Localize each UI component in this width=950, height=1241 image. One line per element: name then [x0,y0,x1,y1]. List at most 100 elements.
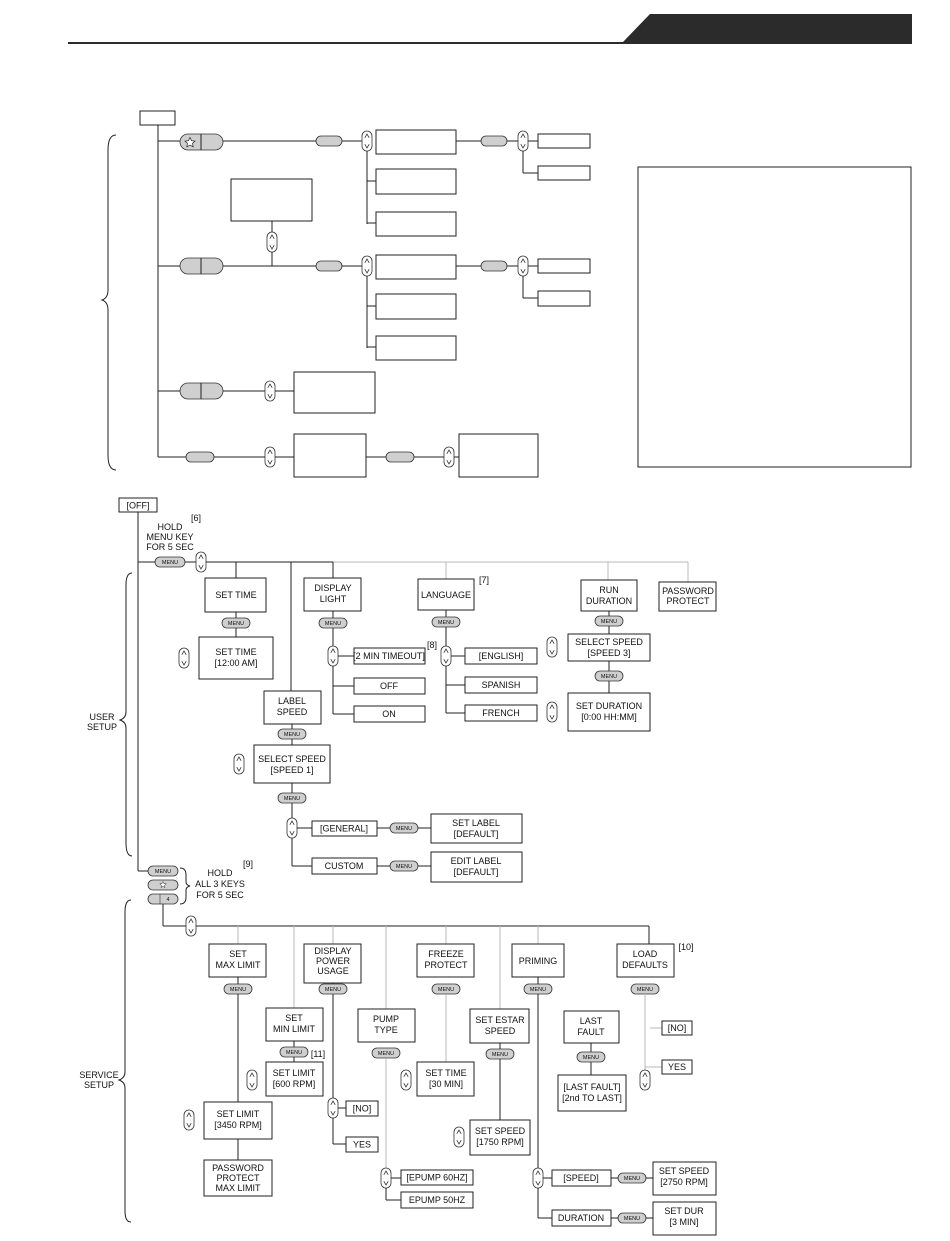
menu-key-label: MENU [624,1216,640,1222]
set-speed-2750-box [652,1161,717,1196]
load-defaults-box [616,943,675,978]
note-6: [6] [191,513,201,523]
service-setup-line2: SETUP [84,1080,114,1090]
set-duration-line2: [0:00 HH:MM] [581,712,637,722]
set-time-30-box [416,1061,475,1097]
set-dur-line1: SET DUR [664,1206,704,1216]
freeze-protect-box [416,943,475,978]
pump-type-box [357,1008,416,1043]
last-fault-line1: LAST [580,1016,603,1026]
set-limit-3450-box [203,1101,273,1140]
note-8: [8] [427,640,437,650]
french-box [464,704,538,722]
hold-menu-line2: MENU KEY [146,532,193,542]
menu-key-label: MENU [378,1051,394,1057]
menu-key-label: MENU [284,732,300,738]
pump-type-line1: PUMP [373,1014,399,1024]
up-down-arrows-icon [195,551,207,573]
off-option-label: OFF [380,681,398,691]
estar-line2: SPEED [485,1026,516,1036]
set-duration-box [567,692,651,732]
display-power-line1: DISPLAY [314,946,351,956]
hold-keys-line1: HOLD [207,868,233,878]
no-power-label: [NO] [353,1104,372,1114]
load-defaults-line2: DEFAULTS [622,960,668,970]
select-speed1-line2: [SPEED 1] [270,765,313,775]
display-power-line3: USAGE [317,966,349,976]
custom-label: CUSTOM [325,861,364,871]
header-tab-shape [622,14,912,43]
spanish-box [464,676,538,694]
run-duration-line1: RUN [599,585,619,595]
set-time30-line2: [30 MIN] [429,1079,463,1089]
note-9: [9] [243,859,253,869]
english-box [464,647,538,665]
svg-text:4: 4 [166,897,169,903]
top-start-box [139,110,176,126]
select-speed3-line2: [SPEED 3] [587,648,630,658]
select-speed3-line1: SELECT SPEED [575,637,643,647]
menu-key-label: MENU [438,987,454,993]
set-time-box [204,577,267,613]
set-time-label: SET TIME [215,590,256,600]
ld-yes-label: YES [668,1062,686,1072]
off-option-box [353,677,426,695]
set-speed1750-line2: [1750 RPM] [476,1137,524,1147]
top-diagram [100,110,912,478]
set-min-line1: SET [285,1013,303,1023]
set-max-line1: SET [229,949,247,959]
french-label: FRENCH [482,708,520,718]
hold-menu-line3: FOR 5 SEC [146,542,194,552]
hold-menu-line1: HOLD [157,522,183,532]
set-speed-1750-box [469,1119,531,1156]
svg-text:MENU: MENU [162,560,178,566]
menu-key-label: MENU [396,864,412,870]
epump50-label: EPUMP 50HZ [409,1195,466,1205]
menu-key-label: MENU [230,987,246,993]
menu-key-label: MENU [325,987,341,993]
off-label: [OFF] [127,501,150,511]
svg-text:MENU: MENU [155,869,171,875]
set-dur-line2: [3 MIN] [669,1217,698,1227]
freeze-line1: FREEZE [428,949,464,959]
last-fault-list-line2: [2nd TO LAST] [562,1093,622,1103]
last-fault-list-box [557,1074,627,1112]
load-defaults-line1: LOAD [633,949,658,959]
english-label: [ENGLISH] [479,651,524,661]
language-label: LANGUAGE [421,590,471,600]
label-speed-line2: SPEED [277,707,308,717]
edit-label-line2: [DEFAULT] [454,867,499,877]
user-setup-line1: USER [89,712,115,722]
set-limit-3450-line2: [3450 RPM] [214,1120,262,1130]
yes-power-label: YES [353,1140,371,1150]
set-max-line2: MAX LIMIT [215,960,261,970]
pump-type-line2: TYPE [374,1025,398,1035]
hold-keys-line2: ALL 3 KEYS [195,879,245,889]
language-box [417,578,475,611]
epump60-label: [EPUMP 60HZ] [406,1173,467,1183]
set-label-line2: [DEFAULT] [454,829,499,839]
set-label-line1: SET LABEL [452,818,500,828]
set-speed1750-line1: SET SPEED [475,1126,526,1136]
set-estar-box [469,1008,530,1044]
display-light-line2: LIGHT [320,594,347,604]
duration-label: DURATION [558,1213,604,1223]
general-label: [GENERAL] [320,824,368,834]
select-speed1-line1: SELECT SPEED [258,754,326,764]
set-limit-600-box [265,1061,324,1097]
password-max-limit-box [203,1159,273,1197]
password-line1: PASSWORD [662,586,714,596]
on-option-box [353,705,426,723]
note-7: [7] [479,575,489,585]
menu-key-icon: MENU [154,556,186,568]
menu-key-icon: MENU [147,865,179,877]
notes-panel [637,166,912,468]
pw-max-line2: PROTECT [216,1173,260,1183]
epump60-box [400,1169,474,1186]
spanish-label: SPANISH [482,680,521,690]
edit-label-box [430,851,523,883]
freeze-line2: PROTECT [424,960,468,970]
menu-key-label: MENU [492,1052,508,1058]
yes-power-box [345,1136,379,1153]
set-time30-line1: SET TIME [425,1068,466,1078]
